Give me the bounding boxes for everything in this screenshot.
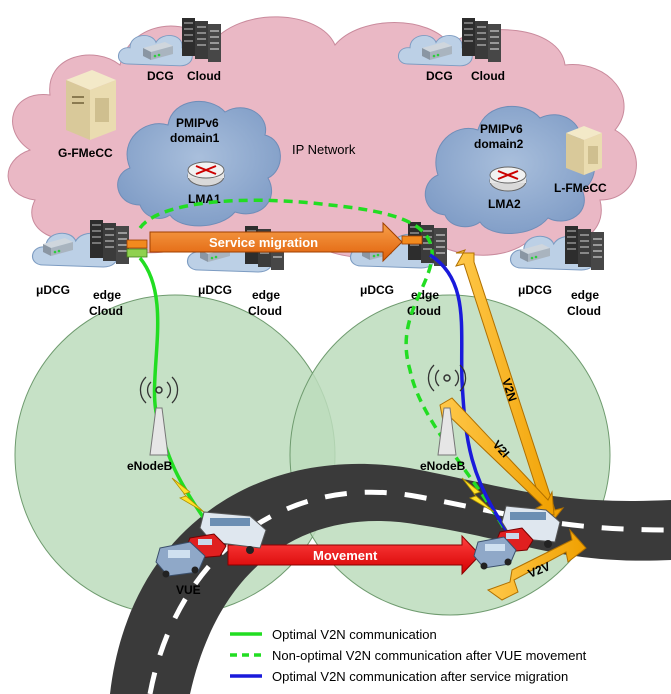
legend-label-optimal: Optimal V2N communication: [272, 627, 437, 642]
v2v-arrow: [486, 528, 587, 601]
edge1-edge-label: edge: [93, 288, 121, 302]
top-right-cloud-label: Cloud: [471, 69, 505, 83]
domain1-title: PMIPv6: [176, 116, 219, 130]
l-fmecc-label: L-FMeCC: [554, 181, 607, 195]
vue-car-left-icon: [155, 541, 206, 578]
ip-network-label: IP Network: [292, 142, 356, 157]
v2n-label: V2N: [499, 377, 520, 404]
lma1-router-icon: [187, 161, 225, 187]
lma1-label: LMA1: [188, 192, 221, 206]
legend: Optimal V2N communication Non-optimal V2…: [230, 627, 587, 684]
top-cloud-left: [117, 18, 221, 67]
domain2-title: PMIPv6: [480, 122, 523, 136]
l-fmecc-server-icon: [566, 126, 602, 175]
legend-label-non-optimal: Non-optimal V2N communication after VUE …: [272, 648, 587, 663]
legend-label-after-migration: Optimal V2N communication after service …: [272, 669, 568, 684]
top-right-dcg-label: DCG: [426, 69, 453, 83]
edge4-udcg-label: μDCG: [518, 283, 552, 297]
edge4-edge-label: edge: [571, 288, 599, 302]
optimal-v2n-after-migration-path: [429, 253, 512, 537]
edge2-cloud-label: Cloud: [248, 304, 282, 318]
vue-label: VUE: [176, 583, 201, 597]
movement-label: Movement: [313, 548, 378, 563]
top-left-cloud-label: Cloud: [187, 69, 221, 83]
edge2-edge-label: edge: [252, 288, 280, 302]
enodeb-right-label: eNodeB: [420, 459, 466, 473]
edge1-udcg-label: μDCG: [36, 283, 70, 297]
service-migration-label: Service migration: [209, 235, 318, 250]
lightning-right-icon: [461, 477, 495, 513]
service-marker-left-orange: [126, 239, 148, 249]
enodeb-left-label: eNodeB: [127, 459, 173, 473]
edge3-udcg-label: μDCG: [360, 283, 394, 297]
g-fmecc-label: G-FMeCC: [58, 146, 113, 160]
road-center-dashes: [147, 489, 671, 694]
service-marker-right-orange: [401, 235, 423, 245]
movement-arrow: [227, 534, 481, 576]
lma2-label: LMA2: [488, 197, 521, 211]
top-left-dcg-label: DCG: [147, 69, 174, 83]
service-migration-arrow: [149, 221, 403, 263]
edge3-edge-label: edge: [411, 288, 439, 302]
enodeb-right-tower-icon: [427, 364, 467, 456]
vue-car-right-icon: [473, 536, 517, 570]
domain1-sub: domain1: [170, 131, 220, 145]
lma2-router-icon: [489, 166, 527, 192]
service-marker-left-green: [126, 248, 148, 258]
domain2-sub: domain2: [474, 137, 524, 151]
enodeb-left-tower-icon: [139, 376, 179, 456]
edge2-udcg-label: μDCG: [198, 283, 232, 297]
edge4-cloud-label: Cloud: [567, 304, 601, 318]
g-fmecc-server-icon: [66, 70, 116, 140]
edge1-cloud-label: Cloud: [89, 304, 123, 318]
